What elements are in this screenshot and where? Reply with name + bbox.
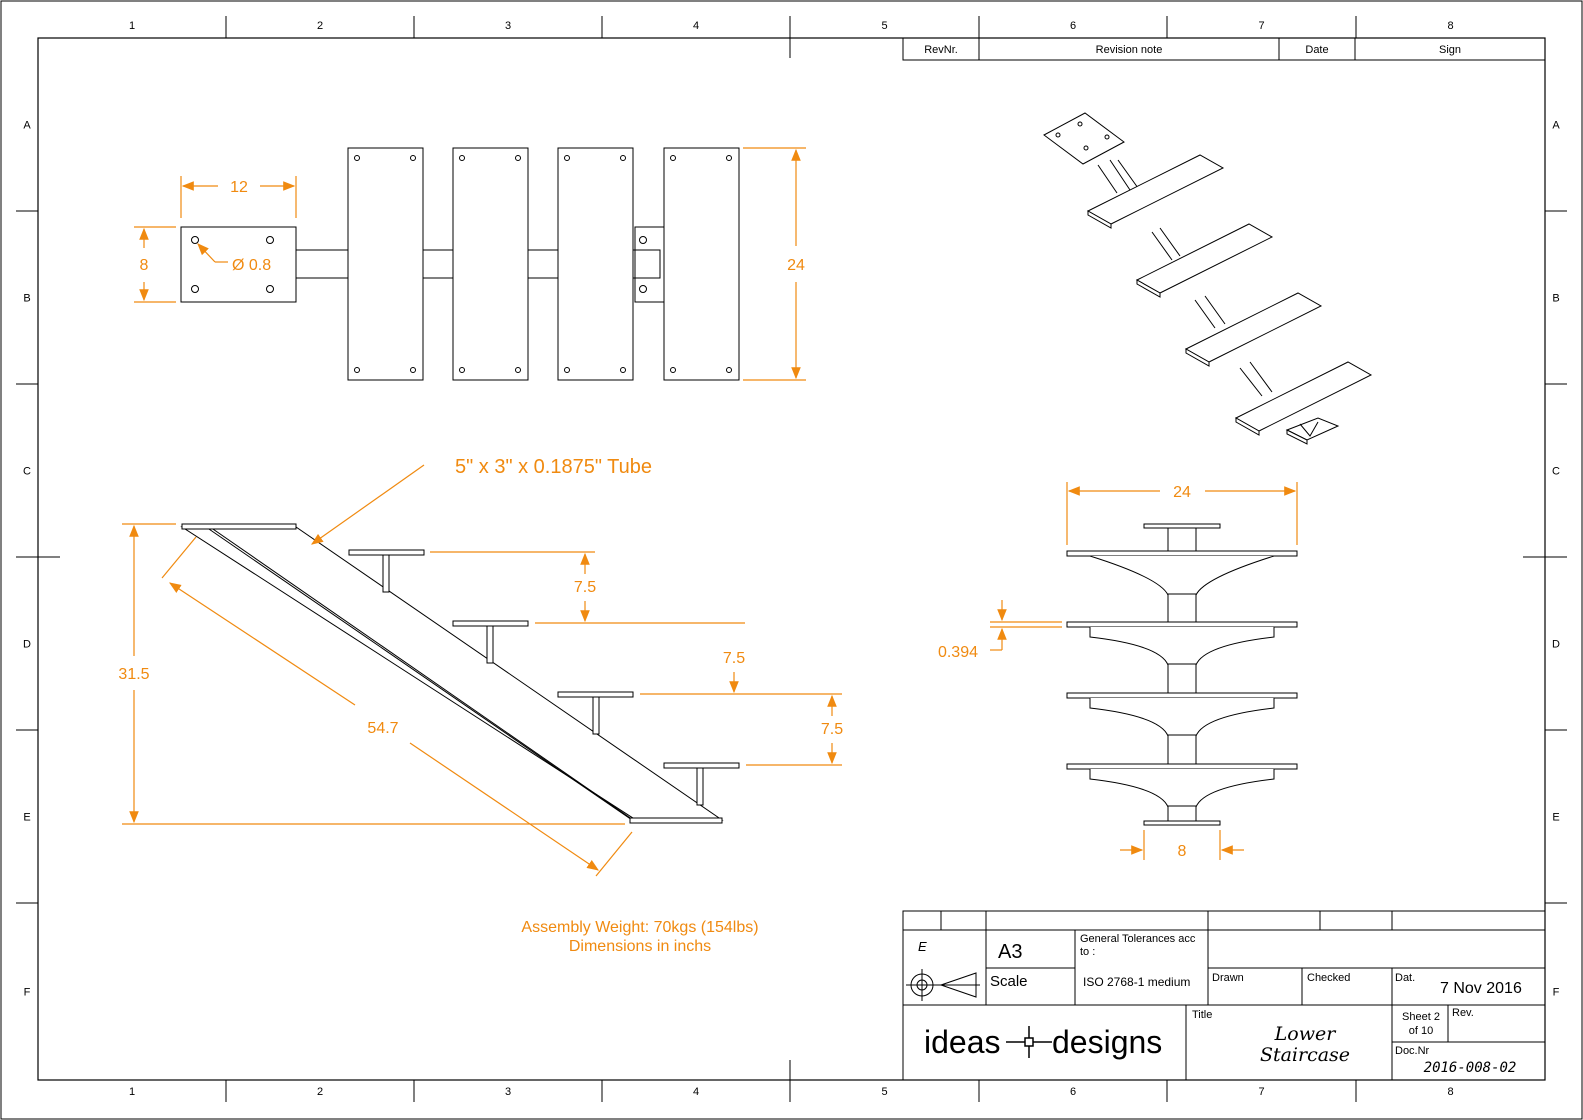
units-note: Dimensions in inchs	[569, 938, 711, 955]
zone-col-top-6: 6	[1070, 20, 1076, 32]
plan-view-dimensions: 12 8 Ø 0.8 24	[134, 147, 806, 381]
tread-thickness-dimension: 0.394	[938, 644, 978, 661]
zone-row-right-A: A	[1552, 120, 1560, 132]
zone-col-top-5: 5	[881, 20, 887, 32]
zone-row-left-D: D	[23, 639, 31, 651]
isometric-view	[1043, 112, 1373, 445]
zone-row-right-B: B	[1552, 293, 1559, 305]
zone-col-bottom-2: 2	[317, 1086, 323, 1098]
zone-row-left-E: E	[23, 812, 30, 824]
zone-row-right-F: F	[1553, 987, 1560, 999]
side-view-dimensions: 5" x 3" x 0.1875" Tube 31.5 54.7 7.5 7.5…	[118, 456, 843, 877]
projection-symbol-icon	[906, 969, 980, 1001]
plan-view	[180, 147, 740, 381]
assembly-weight-note: Assembly Weight: 70kgs (154lbs)	[521, 919, 758, 936]
date-value: 7 Nov 2016	[1440, 980, 1522, 997]
plate-width-dimension: 12	[230, 179, 248, 196]
zone-row-left-F: F	[24, 987, 31, 999]
zone-row-left-B: B	[23, 293, 30, 305]
logo-text-right: designs	[1052, 1024, 1162, 1060]
tolerance-label: General Tolerances acc to :	[1080, 933, 1196, 958]
doc-number-value: 2016-008-02	[1424, 1060, 1517, 1076]
zone-col-bottom-7: 7	[1258, 1086, 1264, 1098]
zone-col-top-2: 2	[317, 20, 323, 32]
zone-col-bottom-4: 4	[693, 1086, 699, 1098]
sheet-number-line1: Sheet 2	[1402, 1011, 1440, 1023]
zone-col-bottom-6: 6	[1070, 1086, 1076, 1098]
side-view	[180, 523, 740, 824]
tread-length-dimension: 24	[787, 257, 805, 274]
zone-col-bottom-3: 3	[505, 1086, 511, 1098]
zone-row-left-C: C	[23, 466, 31, 478]
drawing-notes: Assembly Weight: 70kgs (154lbs) Dimensio…	[521, 919, 758, 955]
checked-label: Checked	[1307, 972, 1350, 984]
sheet-number-line2: of 10	[1409, 1025, 1433, 1037]
title-block: E A3 Scale General Tolerances acc to : I…	[902, 910, 1546, 1081]
paper-size: A3	[998, 941, 1022, 963]
rev-nr-header: RevNr.	[924, 44, 958, 56]
zone-col-bottom-5: 5	[881, 1086, 887, 1098]
zone-col-top-3: 3	[505, 20, 511, 32]
zone-col-top-8: 8	[1447, 20, 1453, 32]
zone-row-right-E: E	[1552, 812, 1559, 824]
front-width-dimension: 24	[1173, 484, 1191, 501]
sign-header: Sign	[1439, 44, 1461, 56]
zone-row-left-A: A	[23, 120, 31, 132]
date-header: Date	[1305, 44, 1328, 56]
tube-spec-label: 5" x 3" x 0.1875" Tube	[455, 456, 652, 478]
drawn-label: Drawn	[1212, 972, 1244, 984]
doc-number-label: Doc.Nr	[1395, 1045, 1430, 1057]
drawing-title-line1: Lower	[1274, 1023, 1338, 1045]
revision-label: Rev.	[1452, 1007, 1474, 1019]
zone-col-bottom-1: 1	[129, 1086, 135, 1098]
zone-row-right-D: D	[1552, 639, 1560, 651]
logo-text-left: ideas	[924, 1024, 1001, 1060]
zone-col-top-7: 7	[1258, 20, 1264, 32]
tolerance-value: ISO 2768-1 medium	[1083, 975, 1190, 989]
drawing-title-line2: Staircase	[1260, 1044, 1350, 1066]
title-label: Title	[1192, 1009, 1212, 1021]
revision-table: RevNr. Revision note Date Sign	[902, 37, 1546, 61]
total-height-dimension: 31.5	[118, 666, 149, 683]
zone-col-top-4: 4	[693, 20, 699, 32]
zone-col-bottom-8: 8	[1447, 1086, 1453, 1098]
base-width-dimension: 8	[1178, 843, 1187, 860]
zone-row-right-C: C	[1552, 466, 1560, 478]
rise-dimension-2: 7.5	[723, 650, 745, 667]
scale-label: Scale	[990, 973, 1028, 990]
date-label: Dat.	[1395, 972, 1415, 984]
stringer-length-dimension: 54.7	[367, 720, 398, 737]
revision-note-header: Revision note	[1096, 44, 1163, 56]
hole-diameter-dimension: Ø 0.8	[232, 257, 271, 274]
projection-letter: E	[918, 939, 927, 954]
front-view-dimensions: 24 0.394 8	[938, 482, 1298, 860]
front-view	[1066, 523, 1298, 826]
company-logo: ideas designs	[924, 1024, 1162, 1060]
rise-dimension-3: 7.5	[821, 721, 843, 738]
zone-col-top-1: 1	[129, 20, 135, 32]
plate-height-dimension: 8	[140, 257, 149, 274]
rise-dimension-1: 7.5	[574, 579, 596, 596]
